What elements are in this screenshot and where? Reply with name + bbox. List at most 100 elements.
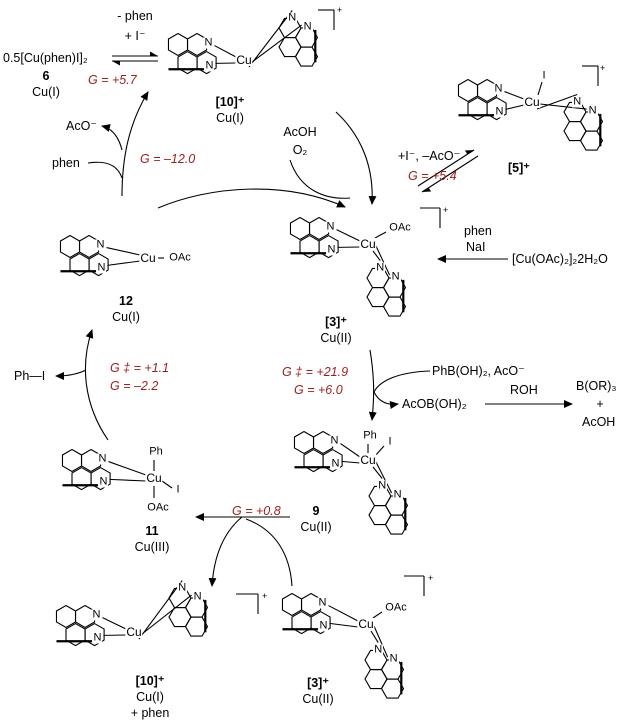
label-compound-12: 12 — [119, 294, 133, 308]
c11-n1: N — [97, 452, 108, 465]
c10b-phen-right-ring-d — [184, 616, 209, 637]
c10-n3: N — [287, 11, 298, 24]
arrow-release-phi — [55, 369, 87, 380]
c3b-n3: N — [373, 643, 384, 656]
label-roh: ROH — [510, 383, 538, 397]
c3b-phen-right-ring-d — [380, 678, 405, 699]
label-compound-3b-ox: Cu(II) — [302, 692, 334, 706]
eq-arrow-3-5-forward — [417, 149, 475, 187]
c9-bond-n1 — [340, 443, 361, 458]
c5-bond-n4 — [539, 103, 587, 110]
c5-bond-n2 — [505, 104, 525, 110]
c5-n4: N — [587, 104, 598, 117]
label-phen-reagent: phen — [464, 224, 492, 238]
c11-phen-left-ring-d — [90, 466, 111, 491]
c3b-bond-n2 — [329, 622, 359, 628]
c3b-bond-n1 — [328, 605, 359, 622]
c3b-phen-left-ring-d — [310, 610, 331, 635]
c10-bond-n4 — [251, 24, 302, 63]
arrow-3-to-9 — [368, 349, 377, 421]
c3-n2: N — [326, 243, 337, 256]
energy-3-5: G = +5.4 — [408, 169, 457, 183]
c11-n2: N — [98, 475, 109, 488]
c10-n4: N — [302, 20, 313, 33]
c3-n3: N — [375, 261, 386, 274]
c11-phen-left-ring-a — [61, 448, 83, 473]
c9-phen-right-ring-d — [384, 514, 409, 535]
c12-phen-left-ring-a — [59, 234, 81, 259]
label-compound-9-ox: Cu(II) — [300, 520, 332, 534]
energy-3-9: G = +6.0 — [294, 383, 343, 397]
label-compound-12-ox: Cu(I) — [112, 310, 140, 324]
c9-phen-left-ring-a — [293, 430, 315, 455]
c11-lig-0: Ph — [148, 445, 164, 458]
c3b-n2: N — [318, 619, 329, 632]
c3b-n1: N — [317, 596, 328, 609]
label-compound-10b-phen: + phen — [130, 706, 170, 720]
c9-n4: N — [392, 488, 403, 501]
c10-bond-n3 — [248, 10, 293, 68]
c10-phen-right-ring-d — [294, 46, 319, 67]
arrow-acoh-o2 — [289, 159, 351, 199]
c10b-phen-left-ring-d — [84, 622, 105, 647]
c11-bond-n2 — [109, 478, 147, 482]
c10-cu: Cu — [235, 53, 253, 67]
energy-6-10: G = +5.7 — [88, 73, 137, 87]
c10-n2: N — [204, 59, 215, 72]
c11-cu: Cu — [145, 471, 163, 485]
c9-phen-left-ring-d — [322, 448, 343, 473]
label-compound-3-ox: Cu(II) — [320, 331, 352, 345]
c12-lig-0: OAc — [168, 251, 192, 264]
c11-lig-bond-1 — [161, 480, 173, 489]
c9-lig-0: Ph — [362, 429, 378, 442]
c5-phen-left-ring-a — [457, 78, 479, 103]
c11-lig-1: I — [175, 483, 181, 496]
label-phen: phen — [52, 156, 80, 170]
c3-phen-right-ring-d — [382, 296, 407, 317]
c9-bond-n4 — [375, 461, 393, 494]
c12-bond-n2 — [107, 260, 141, 266]
label-compound-6-ox: Cu(I) — [32, 85, 60, 99]
label-aco-minus: AcO⁻ — [66, 119, 97, 133]
c12-bond-n1 — [106, 247, 141, 256]
label-acob: AcOB(OH)₂ — [402, 397, 467, 411]
c3-cu: Cu — [359, 237, 377, 251]
c10b-bond-n4 — [141, 594, 192, 635]
c9-n2: N — [330, 457, 341, 470]
label-boronic-acid: PhB(OH)₂, AcO⁻ — [432, 364, 525, 378]
c5-phen-right-ring-d — [579, 130, 604, 151]
arrow-3-in — [245, 518, 293, 587]
label-compound-3: [3]⁺ — [325, 315, 347, 329]
label-compound-5: [5]⁺ — [508, 161, 530, 175]
label-compound-3b: [3]⁺ — [307, 676, 329, 690]
charge-5: + — [600, 63, 606, 73]
c10-n1: N — [203, 36, 214, 49]
c5-n3: N — [572, 95, 583, 108]
c3b-bond-n3 — [370, 630, 379, 643]
eq-arrow-3-5-back — [421, 155, 479, 193]
energy-9-11: G = +0.8 — [232, 504, 281, 518]
label-plus: + — [596, 397, 604, 411]
c5-cu: Cu — [523, 95, 541, 109]
arrow-acob-out — [373, 391, 399, 409]
arrow-release-10 — [208, 516, 243, 587]
label-plus-iodide: + I⁻ — [124, 29, 146, 43]
c3-bond-n1 — [336, 229, 361, 242]
charge-10: + — [337, 5, 343, 15]
label-compound-10-ox: Cu(I) — [216, 111, 244, 125]
c3-phen-left-ring-d — [318, 234, 339, 259]
c9-cu: Cu — [359, 453, 377, 467]
c10b-phen-left-ring-a — [55, 604, 77, 629]
label-compound-10b: [10]⁺ — [135, 674, 165, 688]
label-acoh: AcOH — [283, 125, 317, 139]
label-o2: O₂ — [292, 143, 308, 157]
label-minus-phen: - phen — [117, 9, 153, 23]
c10b-n3: N — [177, 581, 188, 594]
c3b-bond-n4 — [373, 625, 389, 658]
arrow-phen-in — [87, 161, 123, 179]
c3b-lig-0: OAc — [384, 601, 408, 614]
c10b-n1: N — [91, 608, 102, 621]
arrow-11-to-12 — [84, 329, 109, 441]
label-acoh-product: AcOH — [582, 415, 616, 429]
